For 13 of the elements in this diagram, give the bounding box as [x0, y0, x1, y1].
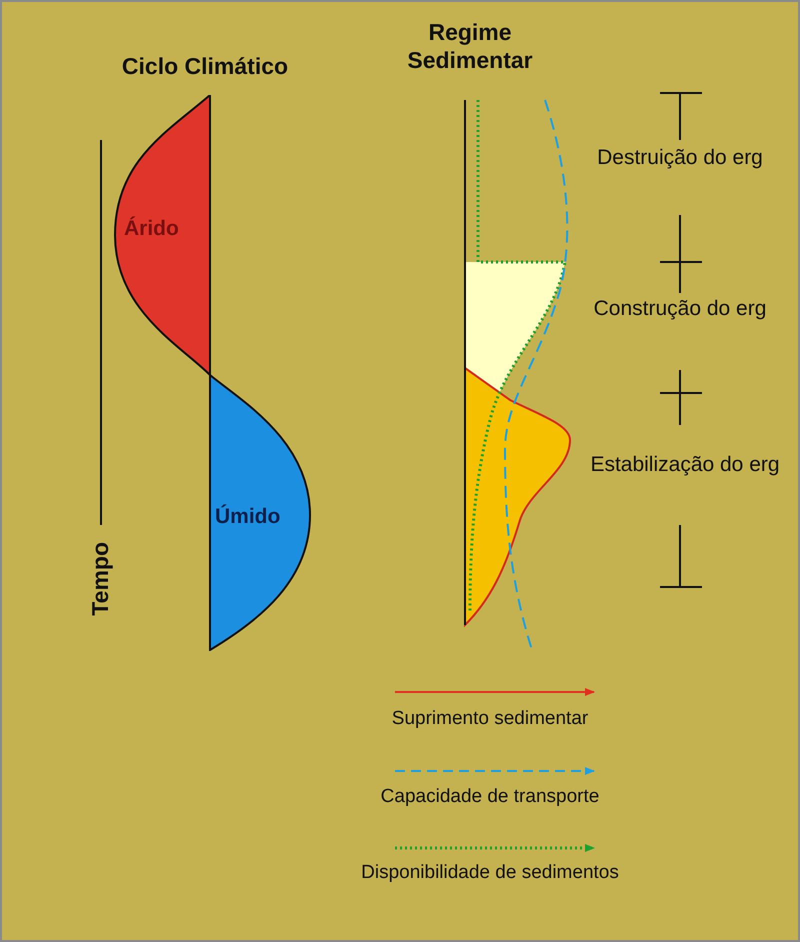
phase-label: Úmido — [215, 505, 280, 529]
legend-label: Disponibilidade de sedimentos — [360, 862, 620, 884]
interval-label: Destruição do erg — [596, 145, 764, 171]
interval-label: Estabilização do erg — [590, 452, 780, 478]
legend-label: Capacidade de transporte — [380, 786, 600, 808]
column-heading: Ciclo Climático — [120, 52, 290, 80]
arid-phase-shape — [114, 95, 211, 376]
interval-label: Construção do erg — [592, 296, 768, 322]
humid-phase-shape — [209, 374, 311, 651]
legend-label: Suprimento sedimentar — [390, 708, 590, 730]
phase-label: Árido — [124, 217, 179, 241]
column-heading: Regime Sedimentar — [406, 18, 534, 74]
time-axis-label: Tempo — [86, 542, 114, 616]
